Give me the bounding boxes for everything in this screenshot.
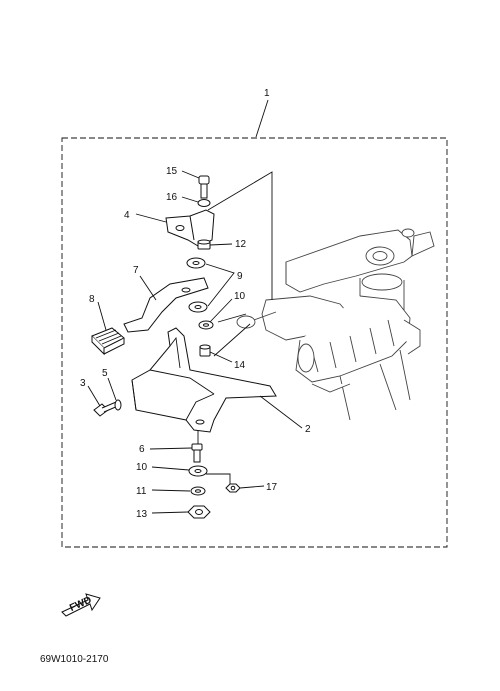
callout-13: 13 bbox=[136, 509, 148, 520]
leader-13 bbox=[151, 511, 189, 514]
callout-10-lower: 10 bbox=[136, 462, 148, 473]
part-4-bracket bbox=[165, 209, 215, 247]
callout-17: 17 bbox=[266, 482, 278, 493]
callout-15: 15 bbox=[166, 166, 178, 177]
leader-10b bbox=[151, 466, 190, 471]
part-10-hole-upper bbox=[203, 323, 209, 327]
callout-7: 7 bbox=[133, 265, 139, 276]
callout-2: 2 bbox=[305, 424, 311, 435]
leader-to-engine-mid bbox=[217, 313, 247, 323]
leader-to-engine-lower bbox=[213, 323, 251, 357]
fwd-label: FWD bbox=[68, 595, 93, 614]
leader-17 bbox=[239, 485, 265, 489]
leader-2 bbox=[259, 395, 303, 429]
leader-10a bbox=[209, 298, 233, 323]
part-15-bolt bbox=[198, 175, 210, 199]
callout-12: 12 bbox=[235, 239, 247, 250]
callout-8: 8 bbox=[89, 294, 95, 305]
engine-mount-bracket bbox=[236, 228, 435, 421]
leader-6 bbox=[149, 447, 193, 450]
callout-14: 14 bbox=[234, 360, 246, 371]
part-3-bolt bbox=[93, 401, 119, 417]
leader-15 bbox=[181, 170, 200, 179]
part-9-hole-lower bbox=[194, 305, 202, 309]
leader-9 bbox=[205, 263, 235, 307]
part-9-hole-upper bbox=[192, 261, 200, 265]
leader-4 bbox=[135, 213, 167, 223]
part-7-plate bbox=[123, 277, 209, 333]
fwd-arrow-icon: FWD bbox=[61, 593, 101, 617]
leader-11 bbox=[151, 489, 191, 492]
leader-to-17 bbox=[206, 473, 231, 488]
part-14-collar bbox=[199, 344, 211, 357]
part-10-hole-lower bbox=[194, 469, 202, 473]
callout-11: 11 bbox=[136, 486, 147, 497]
callout-4: 4 bbox=[124, 210, 130, 221]
callout-1: 1 bbox=[264, 88, 270, 99]
part-17-nut bbox=[225, 483, 241, 493]
part-13-nut bbox=[187, 505, 211, 519]
leader-to-engine-upper bbox=[207, 171, 273, 300]
part-6-bolt bbox=[191, 443, 203, 463]
part-11-hole bbox=[195, 489, 201, 493]
leader-5 bbox=[107, 377, 117, 401]
leader-1 bbox=[255, 99, 269, 138]
part-2-main-bracket bbox=[131, 327, 277, 433]
part-16-washer bbox=[197, 199, 211, 207]
callout-6: 6 bbox=[139, 444, 145, 455]
callout-16: 16 bbox=[166, 192, 178, 203]
callout-10-upper: 10 bbox=[234, 291, 246, 302]
leader-7 bbox=[139, 275, 157, 301]
leader-14 bbox=[209, 351, 233, 363]
part-12-nut bbox=[197, 239, 211, 250]
assembly-boundary bbox=[61, 137, 448, 548]
callout-5: 5 bbox=[102, 368, 108, 379]
leader-16 bbox=[181, 196, 199, 203]
part-5-washer bbox=[114, 399, 122, 411]
callout-3: 3 bbox=[80, 378, 86, 389]
leader-3 bbox=[87, 385, 101, 407]
diagram-code: 69W1010-2170 bbox=[40, 654, 109, 665]
leader-12 bbox=[209, 243, 233, 246]
callout-9: 9 bbox=[237, 271, 243, 282]
leader-8 bbox=[97, 301, 107, 331]
part-8-pad bbox=[91, 327, 125, 356]
